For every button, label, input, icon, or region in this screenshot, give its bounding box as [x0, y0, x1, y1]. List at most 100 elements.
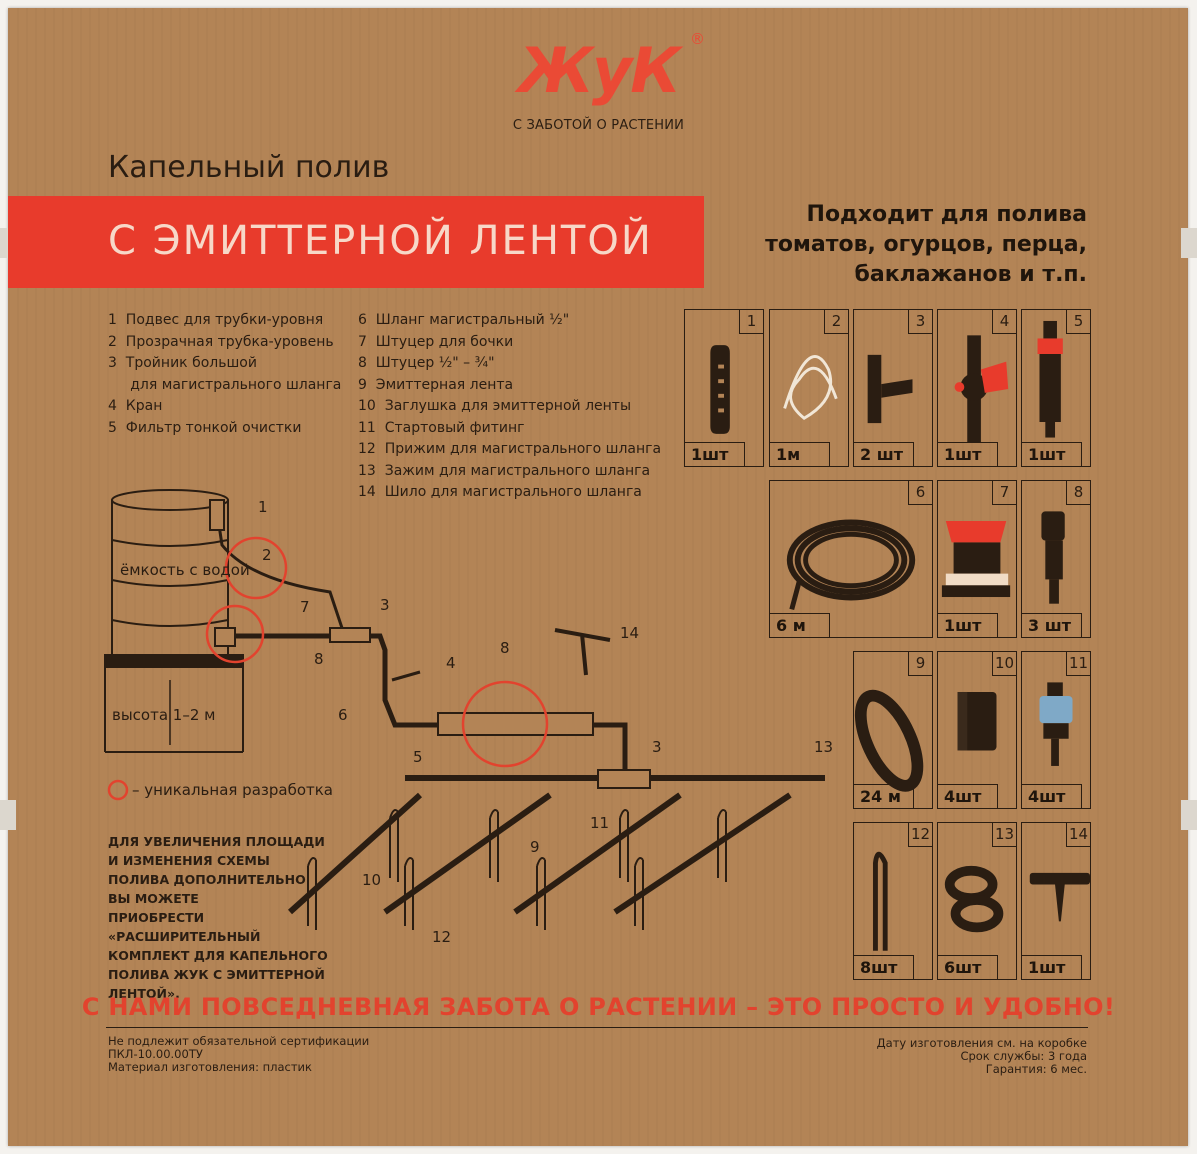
tube-icon	[783, 355, 838, 420]
tee-icon	[867, 354, 913, 424]
component-quantity: 1м	[770, 442, 830, 466]
brand-logo: ЖуК	[518, 34, 681, 107]
part-item: 7 Штуцер для бочки	[358, 333, 514, 350]
part-item: 12 Прижим для магистрального шланга	[358, 441, 662, 457]
part-item: для магистрального шланга	[108, 376, 342, 393]
box-tab	[1181, 800, 1197, 830]
component-number: 7	[992, 481, 1016, 505]
suitable-line: Подходит для полива	[806, 202, 1087, 227]
slogan: С НАМИ ПОВСЕДНЕВНАЯ ЗАБОТА О РАСТЕНИИ – …	[81, 993, 1116, 1021]
part-item: 4 Кран	[108, 398, 163, 414]
part-item: 5 Фильтр тонкой очистки	[108, 419, 302, 436]
callout: 8	[500, 639, 510, 657]
component-number: 6	[908, 481, 932, 505]
component-number: 10	[992, 652, 1016, 676]
start-fitting-icon	[1039, 682, 1073, 766]
note-line: полива дополнительно	[108, 872, 306, 887]
product-title: Капельный полив	[108, 150, 390, 185]
hose-coil-icon	[786, 519, 916, 610]
valve-icon	[954, 335, 1009, 443]
suitable-line: томатов, огурцов, перца,	[765, 232, 1087, 257]
note-line: приобрести	[108, 910, 205, 925]
stake-icon	[873, 851, 888, 951]
component-cell: 9 24 м	[853, 651, 933, 809]
filter-icon	[1037, 320, 1063, 438]
tank-stand	[104, 654, 244, 668]
callout: 13	[814, 738, 833, 756]
suitable-for: Подходит для полива томатов, огурцов, пе…	[667, 200, 1087, 290]
part-item: 10 Заглушка для эмиттерной ленты	[358, 398, 631, 414]
box-tab	[0, 800, 16, 830]
component-cell: 2 1м	[769, 309, 849, 467]
part-item: 2 Прозрачная трубка-уровень	[108, 333, 334, 350]
component-number: 8	[1066, 481, 1090, 505]
component-quantity: 2 шт	[854, 442, 914, 466]
part-item: 8 Штуцер ½" – ¾"	[358, 355, 495, 371]
tank-label: ёмкость с водой	[120, 561, 250, 579]
callout: 12	[432, 928, 451, 946]
clamp-icon	[944, 865, 1004, 933]
part-item: 6 Шланг магистральный ½"	[358, 312, 570, 328]
callout: 8	[314, 650, 324, 668]
expansion-note: Для увеличения площади и изменения схемы…	[108, 832, 358, 1003]
component-cell: 13 6шт	[937, 822, 1017, 980]
barrel-fitting-icon	[941, 520, 1011, 598]
note-line: и изменения схемы	[108, 853, 270, 868]
footer-line: Срок службы: 3 года	[960, 1049, 1087, 1063]
component-quantity: 3 шт	[1022, 613, 1082, 637]
note-line: Для увеличения площади	[108, 834, 325, 849]
callout: 2	[262, 546, 272, 564]
footer-line: ПКЛ-10.00.00ТУ	[108, 1047, 203, 1061]
callout: 11	[590, 814, 609, 832]
callout: 1	[258, 498, 268, 516]
part-item: 11 Стартовый фитинг	[358, 419, 525, 436]
note-line: полива ЖУК с эмиттерной лентой».	[108, 967, 325, 1001]
component-number: 12	[908, 823, 932, 847]
component-quantity: 6шт	[938, 955, 998, 979]
component-number: 9	[908, 652, 932, 676]
parts-list-left: 1 Подвес для трубки-уровня 2 Прозрачная …	[108, 310, 368, 439]
component-number: 5	[1066, 310, 1090, 334]
note-line: комплект для капельного	[108, 948, 328, 963]
component-quantity: 6 м	[770, 613, 830, 637]
parts-list-right: 6 Шланг магистральный ½" 7 Штуцер для бо…	[358, 310, 662, 504]
box-tab	[1181, 228, 1197, 258]
callout: 6	[338, 706, 348, 724]
footer-line: Дату изготовления см. на коробке	[876, 1036, 1087, 1050]
red-banner	[8, 196, 704, 288]
callout: 9	[530, 838, 540, 856]
footer-line: Гарантия: 6 мес.	[985, 1062, 1087, 1076]
note-line: «Расширительный	[108, 929, 261, 944]
component-number: 2	[824, 310, 848, 334]
part-item: 14 Шило для магистрального шланга	[358, 484, 642, 500]
component-number: 1	[739, 310, 763, 334]
component-number: 13	[992, 823, 1016, 847]
end-cap-icon	[957, 691, 997, 751]
callout: 3	[380, 596, 390, 614]
height-label: высота 1–2 м	[112, 706, 215, 724]
component-number: 4	[992, 310, 1016, 334]
component-quantity: 1шт	[938, 442, 998, 466]
part-item: 9 Эмиттерная лента	[358, 376, 514, 393]
component-quantity: 24 м	[854, 784, 914, 808]
part-item: 13 Зажим для магистрального шланга	[358, 462, 651, 479]
callout: 7	[300, 598, 310, 616]
footer-line: Материал изготовления: пластик	[108, 1060, 312, 1074]
callout: 14	[620, 624, 639, 642]
component-quantity: 4шт	[1022, 784, 1082, 808]
divider	[106, 1027, 1088, 1028]
part-item: 3 Тройник большой	[108, 355, 257, 371]
callout: 3	[652, 738, 662, 756]
banner-subtitle: С ЭМИТТЕРНОЙ ЛЕНТОЙ	[108, 218, 653, 264]
component-cell: 6 6 м	[769, 480, 933, 638]
callout: 5	[413, 748, 423, 766]
component-quantity: 1шт	[1022, 955, 1082, 979]
footer-right: Дату изготовления см. на коробке Срок сл…	[877, 1037, 1087, 1076]
